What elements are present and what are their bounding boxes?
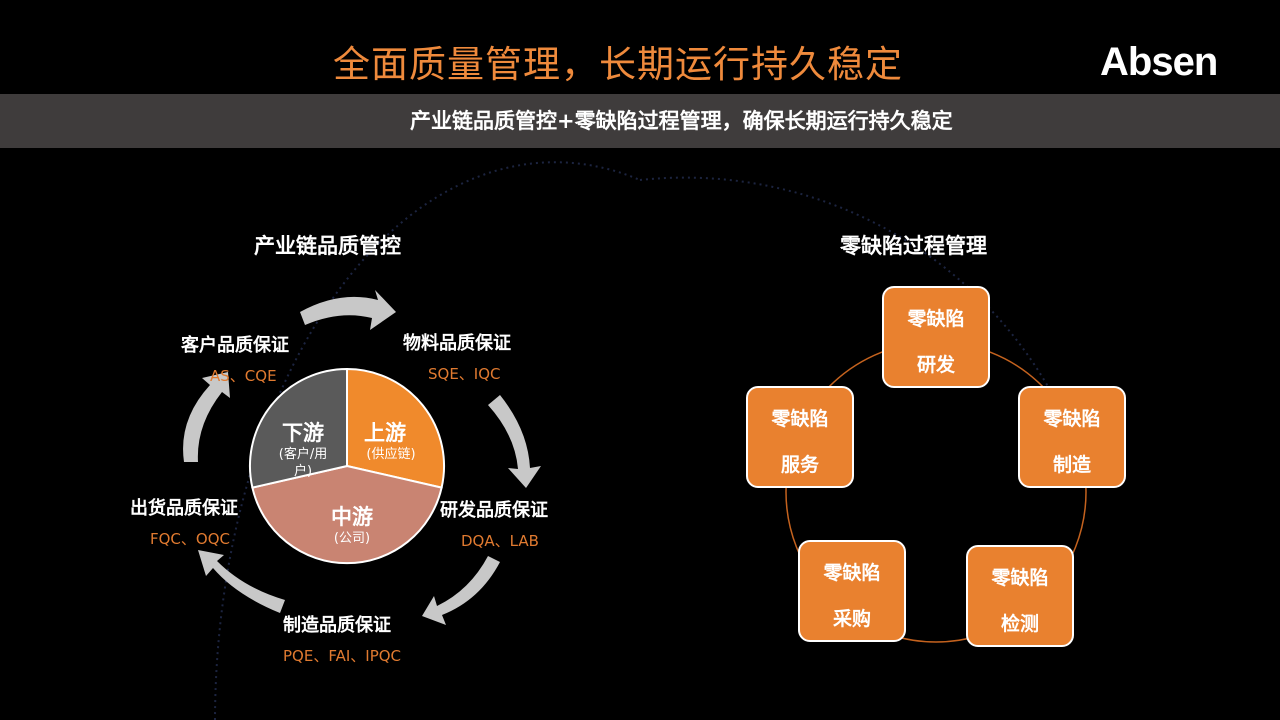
downstream-sub-line1: (客户/用 bbox=[278, 447, 328, 462]
cycle-sub-rd: DQA、LAB bbox=[461, 532, 539, 550]
left-section-title: 产业链品质管控 bbox=[254, 234, 401, 258]
cycle-label-customer: 客户品质保证 bbox=[181, 335, 289, 356]
box-line1: 零缺陷 bbox=[823, 562, 881, 584]
zero-defect-box-service: 零缺陷 服务 bbox=[746, 386, 854, 488]
cycle-sub-customer: AS、CQE bbox=[210, 367, 277, 385]
absen-logo: Absen bbox=[1100, 40, 1218, 84]
zero-defect-box-manufacturing: 零缺陷 制造 bbox=[1018, 386, 1126, 488]
cycle-label-manufacturing: 制造品质保证 bbox=[283, 615, 391, 636]
upstream-sub: (供应链) bbox=[366, 447, 416, 462]
midstream-sub: (公司) bbox=[333, 531, 371, 546]
downstream-sub-line2: 户) bbox=[293, 464, 313, 479]
cycle-label-rd: 研发品质保证 bbox=[440, 500, 548, 521]
midstream-label: 中游 bbox=[331, 505, 373, 529]
box-line2: 研发 bbox=[916, 354, 955, 376]
cycle-sub-material: SQE、IQC bbox=[428, 365, 501, 383]
arrow-right bbox=[488, 395, 541, 488]
pie-label-downstream: 下游 (客户/用 户) bbox=[270, 420, 336, 480]
box-line2: 服务 bbox=[780, 454, 819, 476]
downstream-label: 下游 bbox=[282, 421, 324, 445]
zero-defect-box-procurement: 零缺陷 采购 bbox=[798, 540, 906, 642]
cycle-sub-shipping: FQC、OQC bbox=[150, 530, 230, 548]
upstream-label: 上游 bbox=[364, 421, 406, 445]
pie-slice-midstream bbox=[251, 464, 443, 565]
arrow-bottom-left bbox=[198, 550, 285, 613]
arrow-top bbox=[300, 290, 396, 330]
subtitle-band: 产业链品质管控+零缺陷过程管理，确保长期运行持久稳定 bbox=[0, 94, 1280, 148]
page-title: 全面质量管理，长期运行持久稳定 bbox=[333, 43, 903, 86]
subtitle-text: 产业链品质管控+零缺陷过程管理，确保长期运行持久稳定 bbox=[410, 109, 953, 133]
pie-slice-downstream bbox=[248, 367, 348, 489]
box-line1: 零缺陷 bbox=[991, 567, 1049, 589]
box-line1: 零缺陷 bbox=[907, 308, 965, 330]
box-line2: 采购 bbox=[832, 608, 871, 630]
zero-defect-box-rd: 零缺陷 研发 bbox=[882, 286, 990, 388]
box-line2: 制造 bbox=[1052, 454, 1091, 476]
cycle-label-material: 物料品质保证 bbox=[403, 333, 511, 354]
arrow-bottom-right bbox=[422, 556, 500, 625]
arrow-left bbox=[183, 372, 230, 462]
box-line2: 检测 bbox=[1000, 613, 1039, 635]
cycle-label-shipping: 出货品质保证 bbox=[130, 498, 238, 519]
right-section-title: 零缺陷过程管理 bbox=[840, 234, 987, 258]
box-line1: 零缺陷 bbox=[1043, 408, 1101, 430]
background-arc-right bbox=[639, 176, 1071, 431]
cycle-sub-manufacturing: PQE、FAI、IPQC bbox=[283, 647, 402, 665]
pie-label-upstream: 上游 (供应链) bbox=[354, 420, 416, 463]
pie-label-midstream: 中游 (公司) bbox=[312, 504, 392, 547]
zero-defect-box-inspection: 零缺陷 检测 bbox=[966, 545, 1074, 647]
background-arc bbox=[214, 161, 641, 720]
pie-slice-upstream bbox=[346, 367, 446, 489]
box-line1: 零缺陷 bbox=[771, 408, 829, 430]
cycle-arrows bbox=[183, 290, 541, 625]
